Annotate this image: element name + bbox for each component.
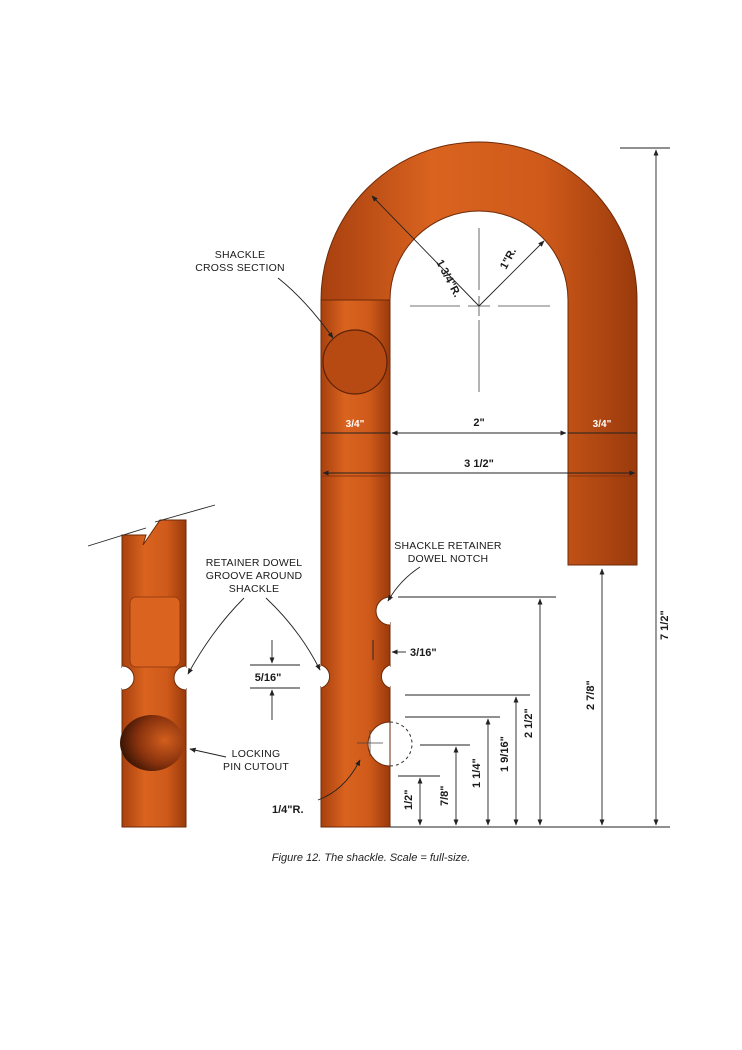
dim-short-leg-gap: 2 7/8" xyxy=(585,680,597,710)
label-cross-section-2: CROSS SECTION xyxy=(195,262,285,274)
label-notch-1: SHACKLE RETAINER xyxy=(394,540,502,552)
dim-groove-width-label: 5/16" xyxy=(255,672,282,684)
dim-notch-depth: 3/16" xyxy=(372,640,437,660)
dim-pin-bottom: 1/2" xyxy=(403,789,415,810)
label-groove-2: GROOVE AROUND xyxy=(206,570,303,582)
detail-view xyxy=(87,504,216,828)
label-groove-1: RETAINER DOWEL xyxy=(206,557,303,569)
label-cross-section-1: SHACKLE xyxy=(215,249,265,261)
dim-vertical: 7 1/2" 2 7/8" 2 1/2" 1 9/16" 1 1/4" 7/8"… xyxy=(390,147,671,828)
dim-notch-depth-label: 3/16" xyxy=(410,647,437,659)
label-notch-2: DOWEL NOTCH xyxy=(408,553,489,565)
dim-inner-radius: 1"R. xyxy=(498,246,519,271)
dim-groove-width: 5/16" xyxy=(250,640,300,720)
dim-left-leg-width: 3/4" xyxy=(346,419,365,430)
bend-center-marks xyxy=(371,195,550,392)
dim-pin-top: 1 1/4" xyxy=(471,758,483,788)
callout-locking-pin: LOCKING PIN CUTOUT xyxy=(189,747,289,773)
dim-outer-radius: 1 3/4"R. xyxy=(433,258,463,300)
dim-pin-radius: 1/4"R. xyxy=(272,759,361,816)
label-pin-2: PIN CUTOUT xyxy=(223,761,289,773)
dim-overall-height: 7 1/2" xyxy=(659,610,671,640)
dim-radii: 1 3/4"R. 1"R. xyxy=(433,246,519,299)
dim-groove-height: 1 9/16" xyxy=(499,736,511,772)
dim-pin-radius-label: 1/4"R. xyxy=(272,804,304,816)
callout-groove: RETAINER DOWEL GROOVE AROUND SHACKLE xyxy=(187,557,321,675)
callout-cross-section: SHACKLE CROSS SECTION xyxy=(195,249,334,339)
shackle-body xyxy=(316,141,638,828)
figure-caption: Figure 12. The shackle. Scale = full-siz… xyxy=(272,852,470,864)
label-groove-3: SHACKLE xyxy=(229,583,279,595)
dim-outer-width: 3 1/2" xyxy=(464,458,494,470)
dim-pin-center: 7/8" xyxy=(439,785,451,806)
dim-horizontal: 3/4" 3/4" 2" 3 1/2" xyxy=(321,417,637,476)
dim-notch-height: 2 1/2" xyxy=(523,708,535,738)
dim-right-leg-width: 3/4" xyxy=(593,419,612,430)
label-pin-1: LOCKING xyxy=(232,748,281,760)
dim-inner-width: 2" xyxy=(473,417,484,429)
callout-dowel-notch: SHACKLE RETAINER DOWEL NOTCH xyxy=(387,540,502,602)
